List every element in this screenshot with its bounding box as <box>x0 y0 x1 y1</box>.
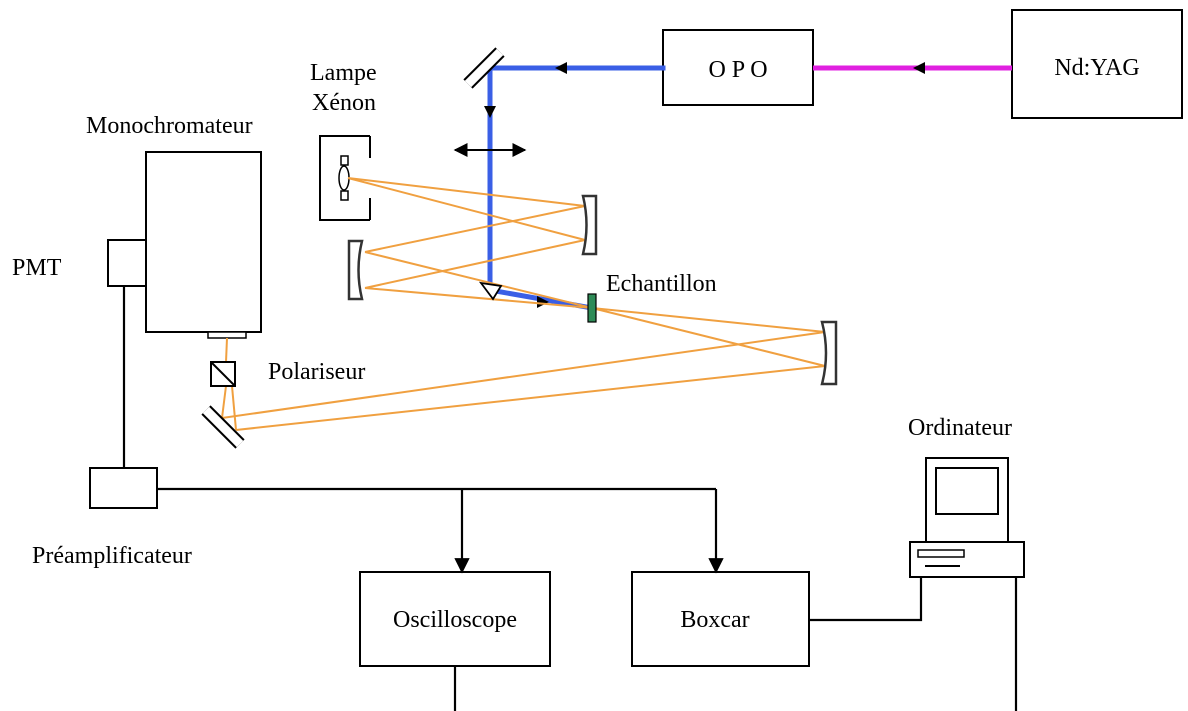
pmt-label: PMT <box>12 255 62 281</box>
fold-mirror-bottom <box>201 405 245 449</box>
opo-box <box>662 29 814 106</box>
pmt-box <box>107 239 147 287</box>
polarizer <box>210 361 236 387</box>
monochromator-label: Monochromateur <box>86 113 253 139</box>
wiring <box>122 286 1018 711</box>
oscilloscope-label: Oscilloscope <box>393 607 517 633</box>
lamp-label-line1: Lampe <box>310 60 377 86</box>
polarizer-label: Polariseur <box>268 359 365 385</box>
concave-mirror-1 <box>581 194 598 256</box>
monochromator-box <box>145 151 262 333</box>
opo-label: O P O <box>708 57 767 83</box>
computer-icon <box>909 457 1025 578</box>
preamplifier-box <box>89 467 158 509</box>
sample-label: Echantillon <box>606 271 717 297</box>
nd-yag-box <box>1011 9 1183 119</box>
computer-label: Ordinateur <box>908 415 1012 441</box>
prism <box>478 281 503 301</box>
lamp-label-line2: Xénon <box>312 90 376 116</box>
xenon-lamp <box>319 135 371 221</box>
fold-mirror-top <box>463 47 505 89</box>
preamplifier-label: Préamplificateur <box>32 543 192 569</box>
concave-mirror-3 <box>820 320 838 386</box>
concave-mirror-2 <box>347 239 364 301</box>
probe-beam <box>221 177 826 431</box>
sample <box>587 293 597 323</box>
monochromator-slit <box>207 331 247 339</box>
nd-yag-label: Nd:YAG <box>1054 55 1139 81</box>
boxcar-label: Boxcar <box>680 607 749 633</box>
